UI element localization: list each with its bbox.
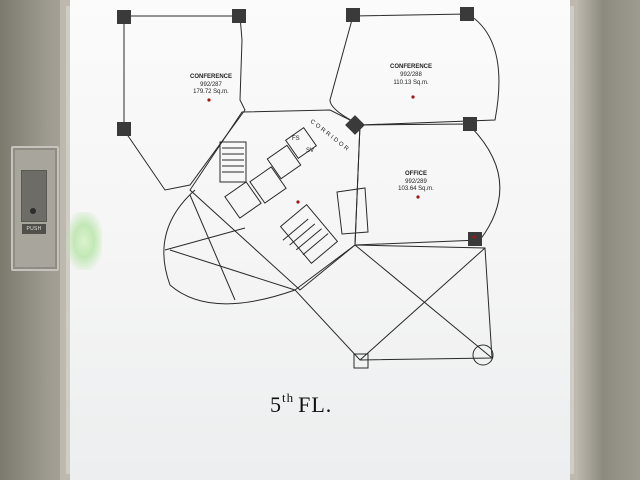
office-outline	[354, 123, 501, 246]
stair-2	[279, 203, 339, 265]
service-lift	[284, 126, 318, 160]
switch-indicator	[30, 208, 36, 214]
floor-suffix: th	[282, 390, 295, 405]
shaft-outline	[336, 187, 369, 235]
column-center	[345, 115, 365, 135]
column-marker	[472, 235, 476, 239]
south-wing-outline	[294, 244, 493, 361]
column-ne	[460, 7, 474, 21]
column-se	[468, 232, 482, 246]
room-1-code: 992/287	[200, 82, 222, 88]
room-marker-3	[416, 195, 420, 199]
stair-1	[219, 141, 247, 183]
fs-label: FS	[292, 136, 300, 142]
elevator-2	[249, 166, 287, 204]
wall-switch[interactable]: PUSH	[11, 146, 59, 271]
west-curved-wall	[163, 189, 296, 305]
room-marker-1	[207, 98, 211, 102]
room-marker-2	[411, 95, 415, 99]
floor-number: 5	[270, 392, 282, 417]
column-round	[472, 344, 494, 366]
room-2-code: 992/288	[400, 72, 422, 78]
elevator-3	[266, 144, 302, 180]
column-s	[353, 353, 369, 369]
room-3-code: 992/289	[405, 179, 427, 185]
switch-label: PUSH	[22, 224, 46, 234]
south-structure-lines	[354, 244, 493, 361]
switch-button[interactable]	[21, 170, 47, 222]
room-3-name: OFFICE	[405, 171, 427, 177]
elevator-1	[224, 181, 262, 219]
exit-sign-reflection	[66, 212, 102, 270]
conference-room-1-outline	[123, 15, 246, 191]
floor-plan-drawing: CONFERENCE 992/287 179.72 Sq.m. CONFEREN…	[117, 7, 501, 369]
conference-room-2-outline	[329, 13, 500, 126]
column-n1	[232, 9, 246, 23]
floor-label: FL.	[298, 392, 333, 417]
sv-label: SV	[306, 148, 314, 154]
room-1-area: 179.72 Sq.m.	[193, 89, 229, 95]
room-3-area: 103.64 Sq.m.	[398, 186, 434, 192]
stair-2-treads	[282, 218, 329, 256]
column-nw	[117, 10, 131, 24]
column-n2	[346, 8, 360, 22]
column-e	[463, 117, 477, 131]
room-2-area: 110.13 Sq.m.	[393, 80, 429, 86]
west-structure-lines	[164, 194, 296, 301]
wall-edge	[578, 0, 640, 480]
stair-1-treads	[222, 147, 244, 173]
room-2-name: CONFERENCE	[390, 64, 432, 70]
column-w	[117, 122, 131, 136]
room-1-name: CONFERENCE	[190, 74, 232, 80]
corridor-label: CORRIDOR	[309, 119, 351, 154]
core-marker	[296, 200, 300, 204]
